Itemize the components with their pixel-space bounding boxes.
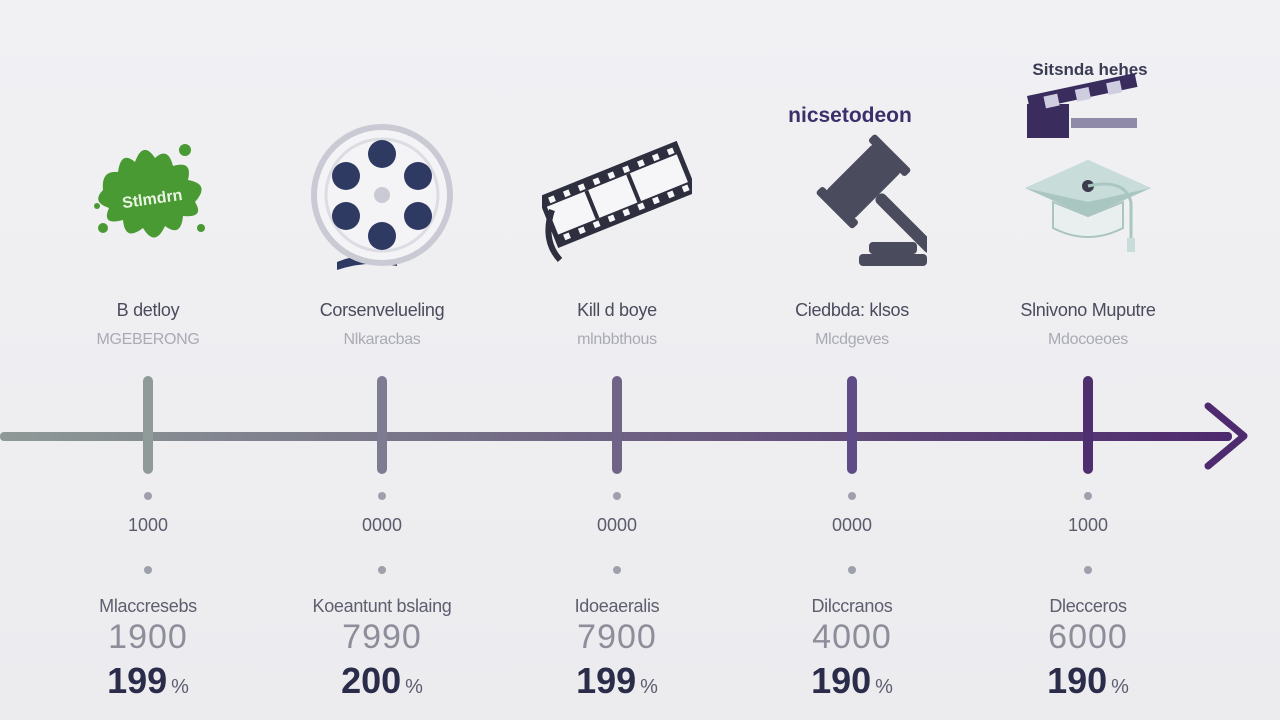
timeline-dot	[613, 492, 621, 500]
timeline-tick	[612, 376, 622, 474]
timeline-tick	[847, 376, 857, 474]
timeline-dot	[378, 492, 386, 500]
milestone-subtitle: Nlkaracbas	[343, 331, 421, 348]
milestone-3: Kill d boye mlnbbthous 0000 Idoeaeralis …	[507, 0, 727, 720]
timeline-dot	[848, 492, 856, 500]
stat-percent: 190%	[742, 660, 962, 702]
timeline-dot	[1084, 566, 1092, 574]
timeline-dot	[1084, 492, 1092, 500]
milestone-year: 1000	[127, 515, 169, 535]
stat-percent: 199%	[38, 660, 258, 702]
stat-label: Dlecceros	[1049, 596, 1127, 616]
stat-value: 1900	[108, 618, 188, 656]
milestone-title: B detloy	[116, 300, 180, 320]
milestone-2: Corsenvelueling Nlkaracbas 0000 Koeantun…	[272, 0, 492, 720]
stat-value: 4000	[812, 618, 892, 656]
stat-value: 6000	[1048, 618, 1128, 656]
timeline-tick	[377, 376, 387, 474]
timeline-dot	[613, 566, 621, 574]
stat-percent-value: 199	[576, 660, 637, 701]
stat-percent: 200%	[272, 660, 492, 702]
stat-percent-unit: %	[875, 676, 893, 698]
clapperboard-icon	[1027, 73, 1138, 138]
milestone-4: Ciedbda: klsos Mlcdgeves 0000 Dilccranos…	[742, 0, 962, 720]
slime-splat-icon: Stlmdrn	[73, 110, 223, 280]
milestone-year: 0000	[596, 515, 638, 535]
stat-percent-value: 200	[341, 660, 402, 701]
stat-percent-unit: %	[405, 676, 423, 698]
milestone-year: 0000	[831, 515, 873, 535]
film-strip-icon	[542, 110, 692, 280]
axis-arrow-icon	[1204, 402, 1248, 470]
stat-label: Dilccranos	[811, 596, 893, 616]
timeline-tick	[143, 376, 153, 474]
milestone-1: Stlmdrn B detloy MGEBERONG 1000 Mlaccres…	[38, 0, 258, 720]
milestone-subtitle: Mdocoeoes	[1047, 331, 1129, 348]
milestone-title: Ciedbda: klsos	[795, 300, 909, 320]
timeline-tick	[1083, 376, 1093, 474]
stat-percent-unit: %	[171, 676, 189, 698]
timeline-dot	[144, 492, 152, 500]
gavel-icon	[777, 110, 927, 280]
stat-value: 7900	[577, 618, 657, 656]
stat-label: Idoeaeralis	[574, 596, 660, 616]
milestone-subtitle: mlnbbthous	[577, 331, 657, 348]
milestone-year: 1000	[1067, 515, 1109, 535]
brand-nick-label: nicsetodeon	[788, 104, 912, 127]
film-reel-icon	[307, 110, 457, 280]
stat-label: Koeantunt bslaing	[312, 596, 452, 616]
stat-percent-value: 190	[811, 660, 872, 701]
timeline-dot	[144, 566, 152, 574]
stat-label: Mlaccresebs	[99, 596, 197, 616]
stat-percent: 199%	[507, 660, 727, 702]
milestone-subtitle: MGEBERONG	[96, 331, 200, 348]
milestone-title: Slnivono Muputre	[1020, 300, 1156, 320]
stat-percent-value: 190	[1047, 660, 1108, 701]
timeline-dot	[378, 566, 386, 574]
milestone-subtitle: Mlcdgeves	[815, 331, 889, 348]
brand-top-right-label: Sitsnda hehes	[1032, 60, 1148, 79]
stat-percent-value: 199	[107, 660, 168, 701]
stat-value: 7990	[342, 618, 422, 656]
stat-percent-unit: %	[640, 676, 658, 698]
stat-percent: 190%	[978, 660, 1198, 702]
milestone-title: Kill d boye	[577, 300, 657, 320]
graduation-cap-icon	[1013, 73, 1163, 280]
stat-percent-unit: %	[1111, 676, 1129, 698]
milestone-year: 0000	[361, 515, 403, 535]
milestone-5: Slnivono Muputre Mdocoeoes 1000 Dleccero…	[978, 0, 1198, 720]
milestone-title: Corsenvelueling	[319, 300, 445, 320]
timeline-dot	[848, 566, 856, 574]
